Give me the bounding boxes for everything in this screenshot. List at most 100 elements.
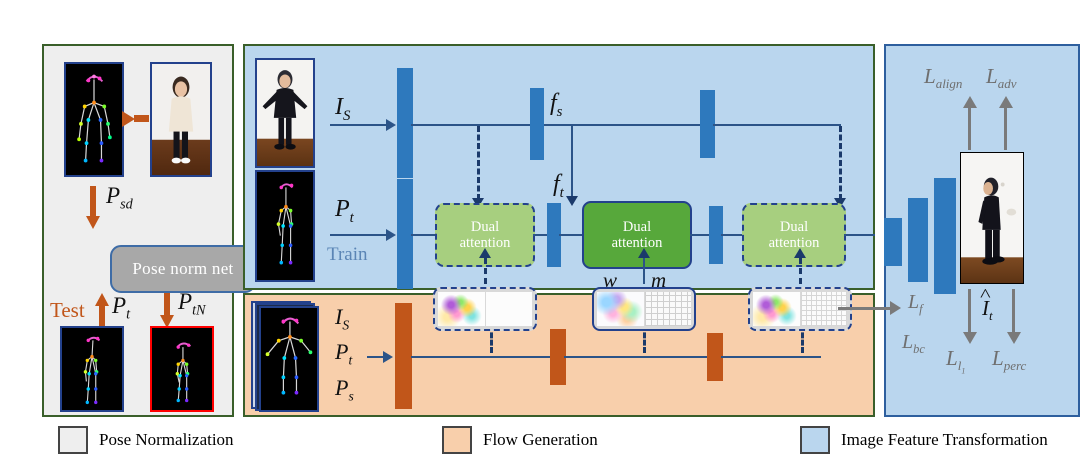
flow-line-2 <box>564 356 708 358</box>
target-feature-line-0 <box>411 234 435 236</box>
legend-swatch-flow-generation <box>442 426 472 454</box>
label-p-t-left-sub: t <box>126 306 131 323</box>
flow-to-card-1-stem <box>490 325 493 353</box>
label-l-adv: Ladv <box>986 64 1016 92</box>
label-l-l1-base: L <box>946 346 958 370</box>
card1-to-attention-stem <box>484 258 487 284</box>
source-feature-line-2 <box>571 124 711 126</box>
label-p-sd: Psd <box>106 183 133 214</box>
mask-thumb-3 <box>800 292 847 326</box>
card3-to-attention-stem <box>799 258 802 284</box>
label-w-text: w <box>603 268 618 292</box>
label-l-l1: Ll1 <box>946 346 965 376</box>
legend-swatch-pose-normalization <box>58 426 88 454</box>
dual-attention-2-line2: attention <box>611 235 663 251</box>
mask-thumb-1 <box>485 292 532 326</box>
label-p-sd-sub: sd <box>120 196 133 213</box>
flow-field-thumb-1 <box>438 292 485 326</box>
label-i-s-top: IS <box>335 94 350 125</box>
l-adv-arrowhead <box>999 96 1013 108</box>
target-pose-skeleton-image <box>60 326 124 412</box>
label-f-s-sub: s <box>556 103 563 120</box>
label-train-text: Train <box>327 244 368 265</box>
label-l-l1-sub2: 1 <box>961 366 966 376</box>
source-feature-line-1 <box>411 124 571 126</box>
source-feature-bar-2 <box>700 90 715 158</box>
legend-item-flow-generation: Flow Generation <box>442 426 598 454</box>
label-l-bc: Lbc <box>902 331 925 357</box>
label-p-t-flow: Pt <box>335 339 352 368</box>
ptn-arrowhead <box>160 315 174 328</box>
label-l-bc-base: L <box>902 331 914 353</box>
legend-swatch-image-feature-transformation <box>800 426 830 454</box>
label-l-l1-sub: l <box>957 358 962 374</box>
target-feature-line-4 <box>721 234 743 236</box>
dual-attention-block-2[interactable]: Dual attention <box>582 201 692 269</box>
label-i-s-flow: IS <box>335 304 349 333</box>
target-feature-line-3 <box>690 234 712 236</box>
target-pose-pt-image-top <box>255 170 315 282</box>
source-image-is-photo <box>255 58 315 168</box>
panel-image-feature-transformation-top: IS Pt Train fs <box>243 44 875 293</box>
flow-encoder-bar-1 <box>395 303 412 409</box>
l-align-arrowhead <box>963 96 977 108</box>
label-p-tn-base: P <box>178 289 193 314</box>
panel-output-losses: Lalign Ladv Lf Lbc It Ll1 Lperc <box>838 44 1080 417</box>
label-p-s-flow-sub: s <box>348 388 354 404</box>
flow-encoder-bar-2 <box>550 329 566 385</box>
card2-to-attention-arrowhead <box>638 248 650 258</box>
card1-to-attention-arrowhead <box>479 248 491 258</box>
label-p-t-top: Pt <box>335 196 354 227</box>
flow-visualization-card-2 <box>592 287 696 331</box>
legend: Pose Normalization Flow Generation Image… <box>0 421 1090 459</box>
dashed-branch-3 <box>839 126 842 200</box>
card2-to-attention-stem <box>643 258 645 284</box>
target-feature-line-5 <box>844 234 875 236</box>
label-m-text: m <box>651 268 667 292</box>
target-feature-line-2 <box>559 234 583 236</box>
source-branch-2-arrowhead <box>566 196 578 206</box>
label-p-t-top-base: P <box>335 196 350 222</box>
flow-to-card-2-stem <box>643 325 646 353</box>
label-i-hat-t: It <box>982 296 993 324</box>
psd-arrow-stem <box>90 186 96 218</box>
label-i-hat-t-sub: t <box>989 308 993 324</box>
label-i-hat-t-base: I <box>982 296 989 321</box>
psd-arrowhead <box>86 216 100 229</box>
label-l-align: Lalign <box>924 64 962 92</box>
label-f-t-sub: t <box>559 184 564 201</box>
label-p-t-top-sub: t <box>349 209 354 226</box>
label-l-f-base: L <box>908 291 920 313</box>
l-perc-arrow-stem <box>1012 289 1015 333</box>
legend-item-image-feature-transformation: Image Feature Transformation <box>800 426 1048 454</box>
label-f-t-base: f <box>553 171 560 197</box>
label-i-s-top-sub: S <box>343 107 351 124</box>
pose-norm-net-block[interactable]: Pose norm net <box>110 245 256 293</box>
dual-attention-1-line2: attention <box>459 235 511 251</box>
dual-attention-block-3[interactable]: Dual attention <box>742 203 846 267</box>
label-p-tn: PtN <box>178 289 206 320</box>
dual-attention-1-line1: Dual <box>470 218 500 235</box>
ptn-arrow-stem <box>164 293 170 317</box>
label-test-text: Test <box>50 298 85 322</box>
label-f-s: fs <box>550 90 562 121</box>
label-train: Train <box>327 244 367 266</box>
flow-input-arrowhead <box>383 351 393 363</box>
label-l-f: Lf <box>908 291 923 317</box>
is-input-line <box>330 124 388 126</box>
encoder-bar-pt <box>397 179 413 289</box>
legend-item-pose-normalization: Pose Normalization <box>58 426 234 454</box>
label-l-perc: Lperc <box>992 346 1026 374</box>
l-f-arrow-stem <box>838 307 890 310</box>
label-w: w <box>603 268 617 293</box>
flow-line-1 <box>411 356 551 358</box>
label-l-align-sub: align <box>935 76 963 92</box>
legend-label-image-feature-transformation: Image Feature Transformation <box>841 430 1048 449</box>
generated-person-photo <box>960 152 1024 284</box>
label-f-s-base: f <box>550 90 557 116</box>
legend-label-pose-normalization: Pose Normalization <box>99 430 234 449</box>
pose-norm-net-label: Pose norm net <box>132 259 234 278</box>
label-p-t-flow-sub: t <box>348 352 353 368</box>
label-i-s-flow-base: I <box>335 304 343 329</box>
test-arrowhead <box>95 293 109 306</box>
